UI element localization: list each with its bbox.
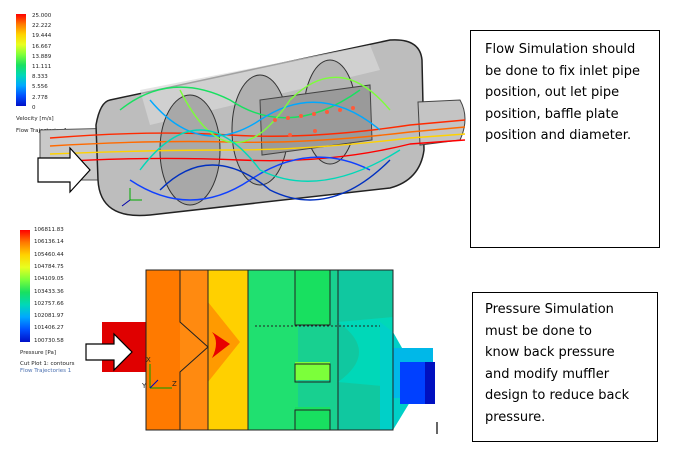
- pressure-legend-tick: 104784.75: [34, 263, 64, 270]
- flow-simulation-image: [37, 39, 466, 217]
- pressure-legend-tick: 106811.83: [34, 227, 64, 233]
- pressure-axis-triad-icon: [149, 364, 172, 389]
- axis-label-x: X: [146, 356, 151, 364]
- pressure-simulation-note: Pressure Simulation must be done to know…: [472, 292, 658, 442]
- pressure-note-line-2: must be done to: [485, 323, 592, 339]
- pressure-note-line-6: pressure.: [485, 409, 546, 425]
- velocity-legend-tick: 8.333: [32, 74, 48, 81]
- pressure-note-line-5: design to reduce back: [485, 388, 630, 403]
- pressure-colorbar: [20, 230, 30, 342]
- pressure-caption-2: Flow Trajectories 1: [20, 368, 72, 374]
- axis-triad-icon: [121, 188, 142, 207]
- velocity-legend-tick: 0: [32, 104, 36, 111]
- velocity-legend-tick: 5.556: [32, 84, 48, 91]
- pressure-legend-tick: 100730.58: [34, 337, 64, 344]
- pressure-simulation-image: X Y Z: [85, 269, 438, 434]
- pressure-legend: 106811.83 106136.14 105460.44 104784.75 1041…: [10, 226, 90, 386]
- pressure-caption-1: Cut Plot 1: contours: [20, 361, 75, 367]
- velocity-unit-label: Velocity [m/s]: [16, 116, 54, 122]
- inlet-arrow-icon: [37, 146, 91, 194]
- axis-label-y: Y: [141, 382, 147, 390]
- pressure-legend-tick: 106136.14: [34, 239, 64, 246]
- velocity-colorbar: [16, 14, 26, 106]
- pressure-legend-tick: 103433.36: [34, 288, 64, 295]
- pressure-inlet-arrow-icon: [85, 332, 133, 372]
- pressure-note-line-4: and modify muffler: [485, 366, 610, 382]
- velocity-legend-tick: 13.889: [32, 53, 52, 60]
- flow-note-line-3: position, out let pipe: [485, 85, 620, 100]
- flow-note-line-1: Flow Simulation should: [485, 42, 636, 57]
- pressure-note-line-1: Pressure Simulation: [485, 302, 614, 317]
- pressure-legend-tick: 104109.05: [34, 276, 64, 283]
- axis-label-z: Z: [172, 380, 177, 388]
- pressure-unit-label: Pressure [Pa]: [20, 350, 56, 356]
- flow-simulation-note: Flow Simulation should be done to fix in…: [470, 30, 660, 248]
- velocity-legend-tick: 2.778: [32, 94, 48, 101]
- velocity-legend-tick: 19.444: [32, 33, 52, 40]
- velocity-legend-tick: 16.667: [32, 43, 52, 50]
- flow-note-line-4: position, baffle plate: [485, 106, 619, 122]
- pressure-note-line-3: know back pressure: [485, 345, 615, 360]
- flow-note-line-2: be done to fix inlet pipe: [485, 63, 640, 79]
- velocity-legend-tick: 25.000: [32, 13, 52, 19]
- pressure-legend-tick: 101406.27: [34, 325, 64, 332]
- velocity-legend-tick: 11.111: [32, 64, 52, 70]
- pressure-legend-tick: 102081.97: [34, 313, 64, 320]
- velocity-legend-tick: 22.222: [32, 23, 52, 30]
- flow-note-line-5: position and diameter.: [485, 128, 632, 143]
- pressure-legend-tick: 102757.66: [34, 300, 64, 307]
- pressure-legend-tick: 105460.44: [34, 251, 64, 258]
